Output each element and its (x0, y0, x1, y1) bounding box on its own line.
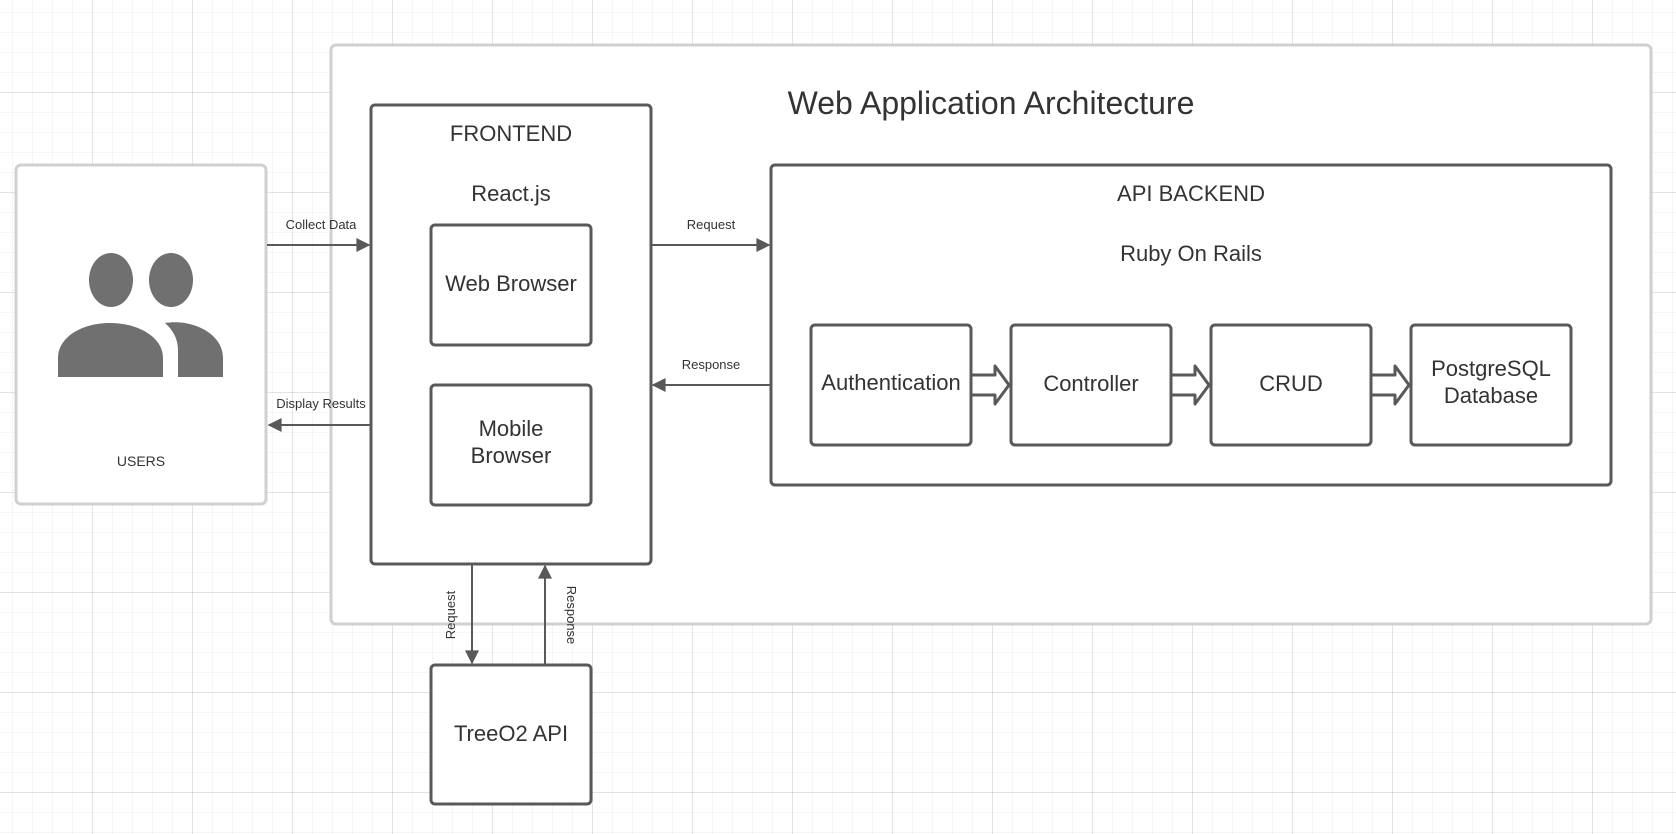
response-label: Response (682, 357, 741, 372)
block-arrow-auth-to-controller (969, 364, 1011, 406)
postgresql-label-line1: PostgreSQL (1431, 356, 1551, 381)
display-results-label: Display Results (276, 396, 366, 411)
diagram-title: Web Application Architecture (788, 85, 1195, 121)
treeo2-api-label: TreeO2 API (454, 721, 568, 746)
frontend-heading: FRONTEND (450, 121, 572, 146)
api-request-label: Request (443, 590, 458, 639)
api-backend-box (769, 163, 1613, 487)
api-response-label: Response (564, 586, 579, 645)
collect-data-label: Collect Data (286, 217, 358, 232)
web-browser-box (429, 223, 593, 347)
treeo2-api-box (429, 663, 593, 806)
mobile-browser-label-line2: Browser (471, 443, 552, 468)
block-arrow-crud-to-database (1369, 364, 1411, 406)
mobile-browser-box (429, 383, 593, 507)
web-browser-label: Web Browser (445, 271, 577, 296)
mobile-browser-label-line1: Mobile (479, 416, 544, 441)
postgresql-label-line2: Database (1444, 383, 1538, 408)
postgresql-database-box (1409, 323, 1573, 447)
crud-label: CRUD (1259, 371, 1323, 396)
backend-framework: Ruby On Rails (1120, 241, 1262, 266)
api-backend-heading: API BACKEND (1117, 181, 1265, 206)
block-arrow-controller-to-crud (1169, 364, 1211, 406)
controller-label: Controller (1043, 371, 1138, 396)
authentication-label: Authentication (821, 370, 960, 395)
request-label: Request (687, 217, 736, 232)
users-group-icon (58, 253, 223, 377)
frontend-framework: React.js (471, 181, 550, 206)
users-label: USERS (117, 453, 165, 469)
